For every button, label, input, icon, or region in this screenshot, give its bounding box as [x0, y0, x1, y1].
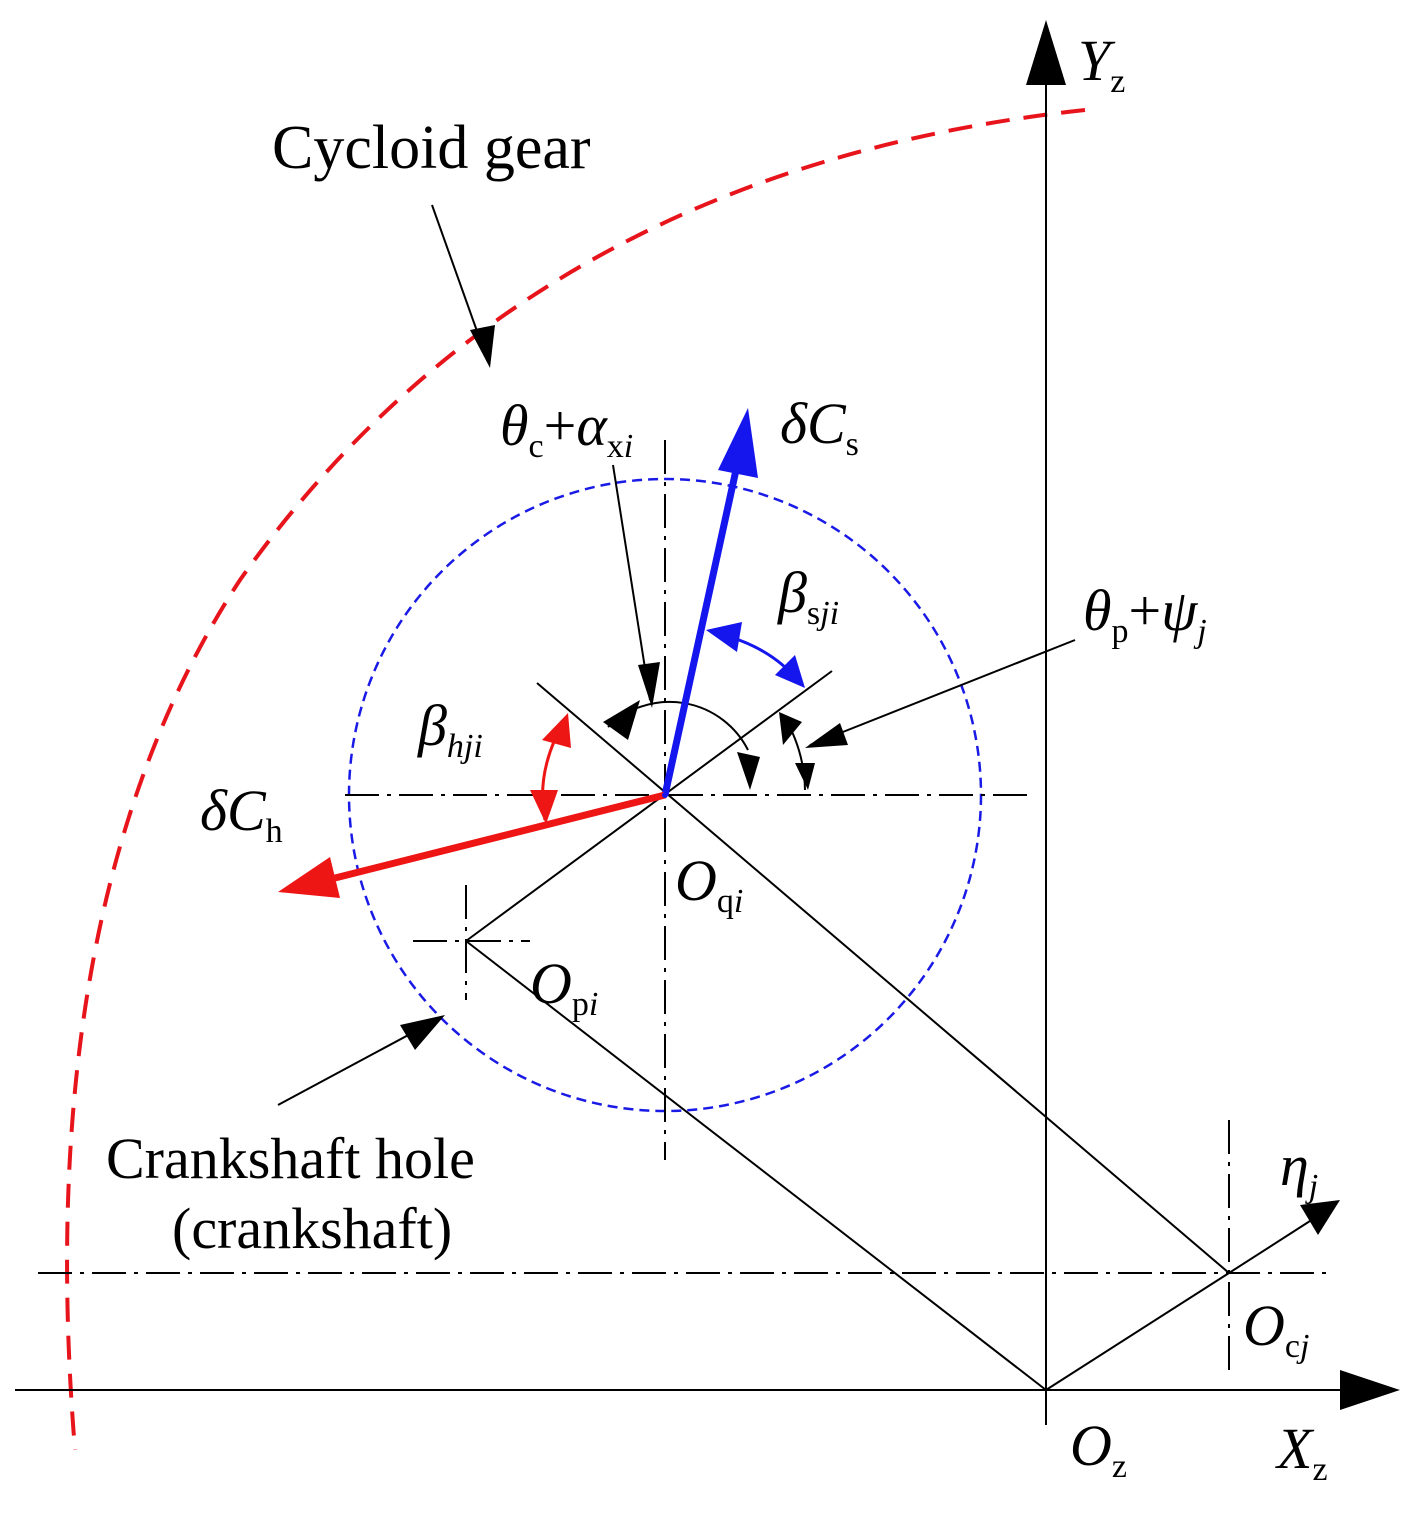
- oqi-center-point: [662, 792, 668, 798]
- beta-hji-arrowhead-bottom: [530, 790, 558, 824]
- beta-hji-label: βhji: [417, 693, 483, 765]
- x-axis-arrowhead: [1340, 1370, 1400, 1410]
- cycloid-gear-profile: [65, 108, 1086, 1451]
- theta-p-psi-arrowhead-top: [779, 712, 802, 745]
- origin-oz-label: Oz: [1070, 1413, 1127, 1485]
- delta-cs-vector: [661, 469, 740, 796]
- oqi-label: Oqi: [675, 848, 743, 920]
- eta-j-label: ηj: [1280, 1133, 1318, 1205]
- cycloid-gear-pointer-head: [470, 325, 495, 368]
- beta-sji-label: βsji: [777, 560, 839, 632]
- opi-label: Opi: [530, 951, 598, 1023]
- ocj-label: Ocj: [1243, 1293, 1309, 1365]
- delta-ch-arrowhead: [278, 857, 340, 898]
- eta-axis: [1228, 1220, 1311, 1274]
- line-oz-to-ocj: [1045, 1272, 1230, 1391]
- line-ocj-to-oqi-extended: [536, 682, 1230, 1274]
- theta-p-psi-label: θp+ψj: [1083, 578, 1207, 650]
- beta-sji-arrowhead-right: [775, 655, 805, 688]
- crankshaft-hole-label-line2: (crankshaft): [172, 1196, 452, 1261]
- line-oz-to-opi: [465, 940, 1047, 1391]
- crankshaft-hole-pointer-head: [400, 1015, 445, 1050]
- theta-p-psi-pointer-head: [805, 723, 848, 748]
- theta-c-alpha-pointer-head: [638, 662, 660, 708]
- delta-ch-vector: [334, 791, 666, 882]
- angle-arc-arrowhead-left: [603, 700, 640, 740]
- theta-c-alpha-pointer: [612, 464, 651, 701]
- line-opi-to-oqi-extended: [465, 670, 833, 942]
- x-axis-label: Xz: [1275, 1416, 1328, 1488]
- cycloid-gear-label: Cycloid gear: [272, 114, 591, 182]
- y-axis-label: Yz: [1078, 28, 1125, 100]
- theta-p-psi-arrowhead-bottom: [795, 763, 815, 790]
- delta-ch-label: δCh: [200, 778, 283, 850]
- eta-axis-arrowhead: [1300, 1200, 1340, 1235]
- y-axis-arrowhead: [1026, 20, 1066, 85]
- delta-cs-arrowhead: [718, 408, 758, 478]
- crankshaft-hole-label-line1: Crankshaft hole: [106, 1126, 475, 1191]
- beta-sji-arrowhead-left: [706, 622, 742, 652]
- theta-c-alpha-label: θc+αxi: [500, 393, 633, 465]
- angle-arc-arrowhead-right: [737, 752, 760, 790]
- beta-hji-arrowhead-top: [542, 713, 571, 748]
- delta-cs-label: δCs: [780, 391, 859, 463]
- theta-p-psi-pointer: [809, 639, 1076, 746]
